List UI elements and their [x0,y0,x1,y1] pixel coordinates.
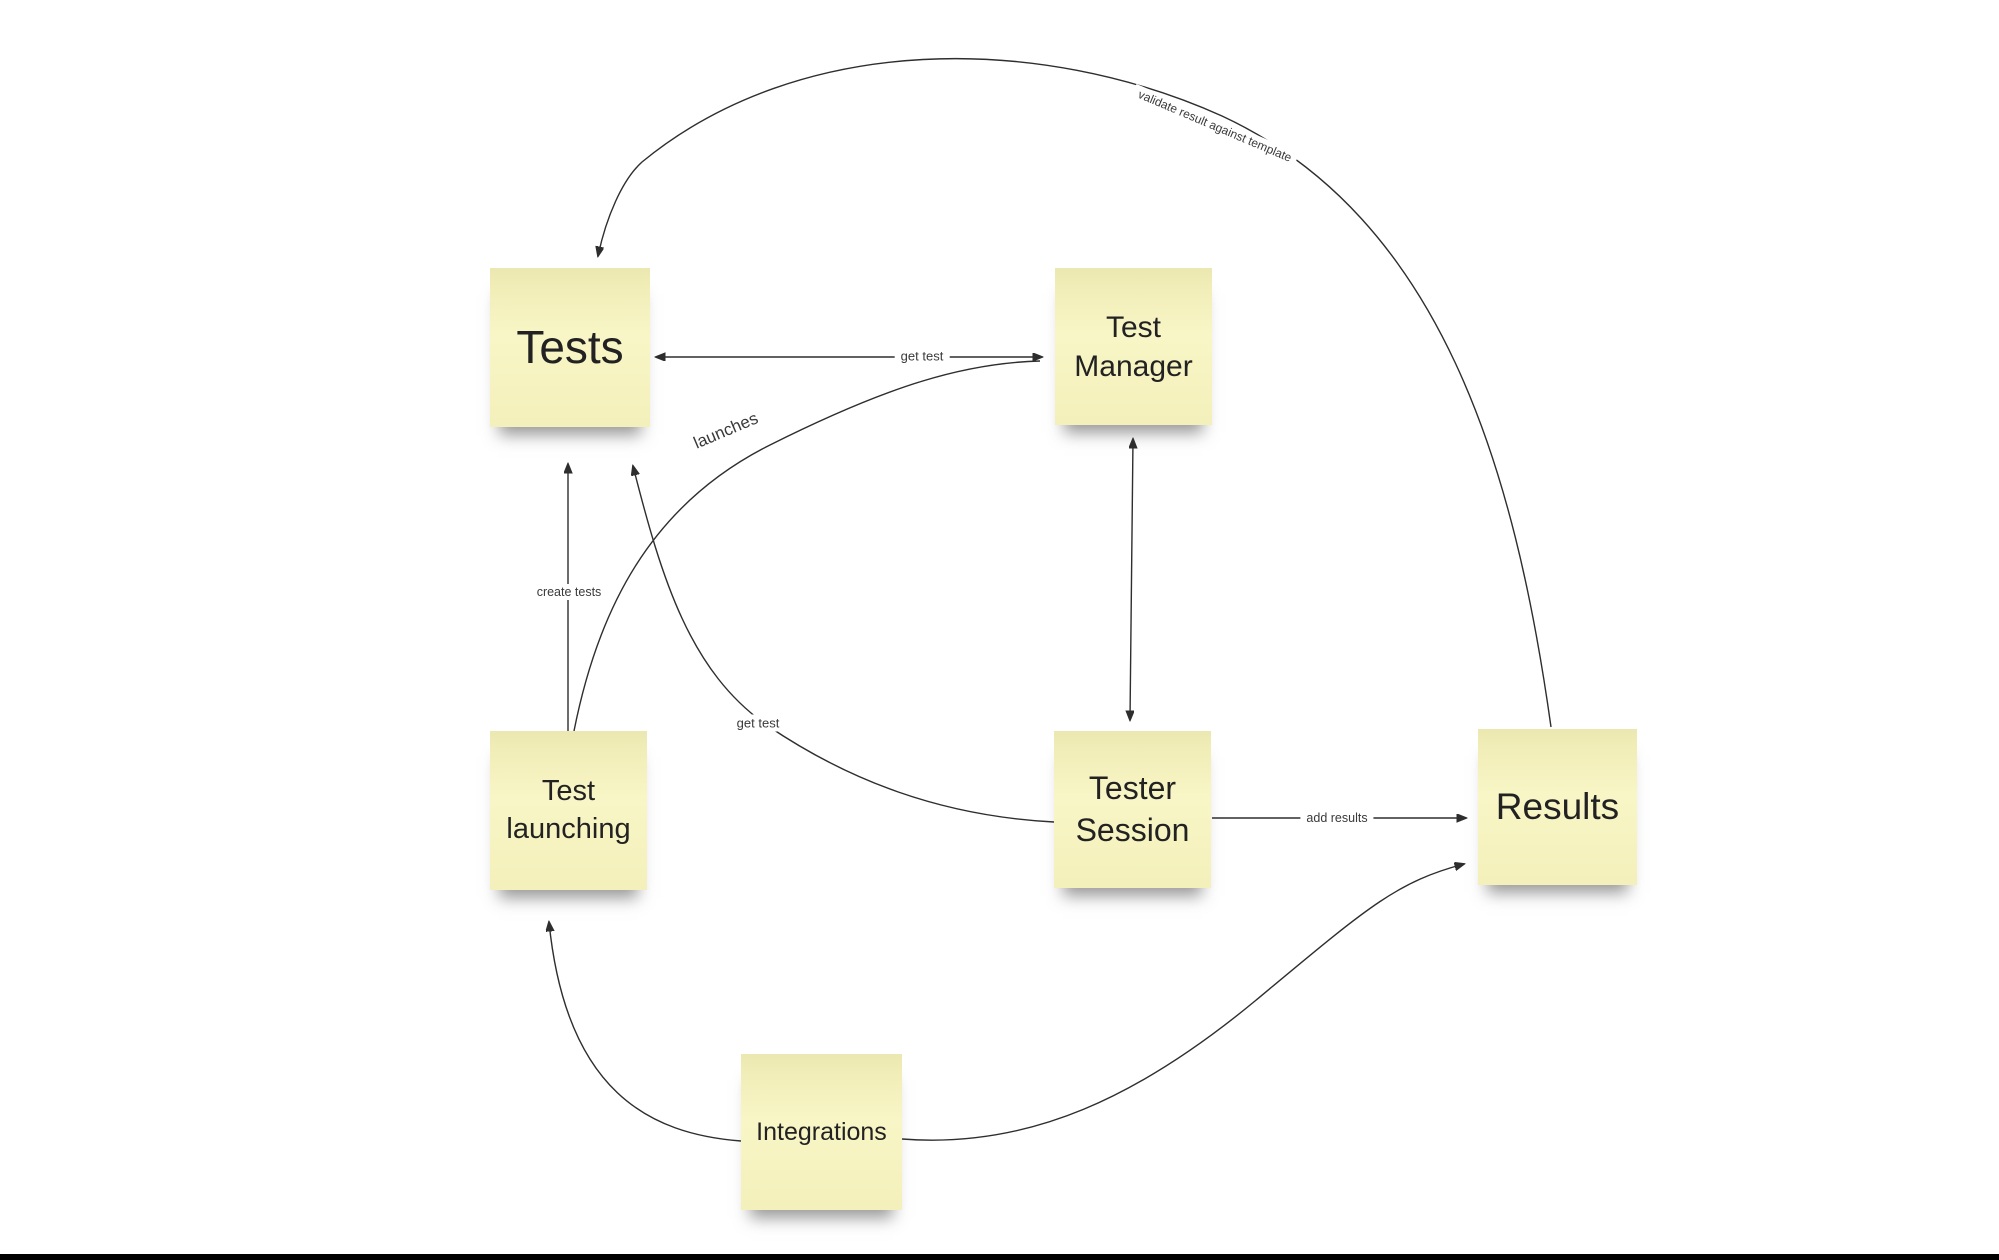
edge-manager-session [1130,439,1133,720]
edge-label-get-test-session[interactable]: get test [730,714,786,732]
edge-integrations-launching [549,922,742,1142]
sticky-note-label: Integrations [756,1117,887,1146]
edge-get-test-session [633,466,1055,823]
edge-label-get-test[interactable]: get test [894,347,950,365]
sticky-note-test-manager[interactable]: Test Manager [1055,268,1212,425]
edge-label-create-tests[interactable]: create tests [530,584,608,600]
edge-label-add-results[interactable]: add results [1300,810,1374,826]
sticky-note-integrations[interactable]: Integrations [741,1054,902,1210]
sticky-note-label: Test Manager [1074,310,1193,383]
edge-validate-result [598,57,1552,728]
sticky-note-label: Tester Session [1075,769,1190,848]
edge-launches [573,360,1041,732]
bottom-edge-bar [0,1254,1999,1260]
edge-integrations-results [901,864,1464,1141]
sticky-note-tester-session[interactable]: Tester Session [1054,731,1211,888]
sticky-note-tests[interactable]: Tests [490,268,650,427]
sticky-note-test-launching[interactable]: Test launching [490,731,647,890]
sticky-note-label: Test launching [506,774,631,845]
sticky-note-label: Tests [516,320,624,373]
sticky-note-results[interactable]: Results [1478,729,1637,885]
sticky-note-label: Results [1495,785,1620,827]
